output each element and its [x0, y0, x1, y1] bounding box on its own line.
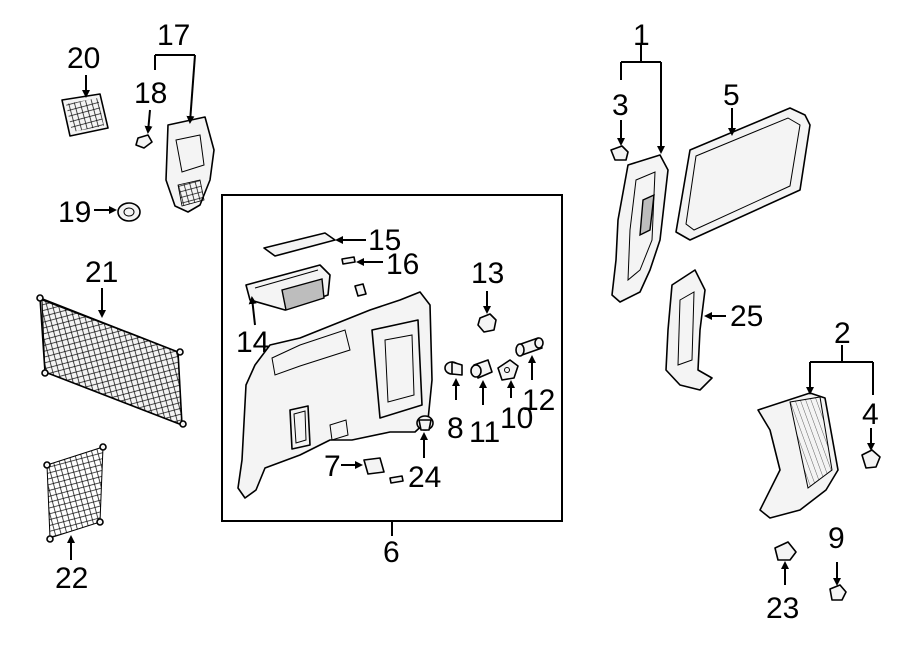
part-3-clip	[610, 120, 629, 161]
callout-2: 2	[834, 317, 851, 350]
callout-1: 1	[633, 19, 650, 52]
part-21-cargo-net	[36, 288, 187, 428]
part-23-clip	[774, 541, 797, 585]
callout-23: 23	[766, 592, 799, 625]
callout-24: 24	[408, 461, 441, 494]
callout-18: 18	[134, 77, 167, 110]
callout-19: 19	[58, 196, 91, 229]
part-19-grommet	[94, 202, 141, 222]
part-9-nut	[829, 562, 847, 601]
callout-17: 17	[157, 19, 190, 52]
part-20-mesh-patch	[61, 75, 109, 137]
part-7-clip	[341, 457, 385, 475]
part-13-fastener	[477, 291, 497, 333]
callout-12: 12	[522, 384, 555, 417]
part-11-plug	[470, 359, 493, 405]
part-17-storage-pocket	[154, 54, 215, 213]
part-1-pillar-trim	[611, 45, 669, 303]
callout-6: 6	[383, 536, 400, 569]
part-8-plug	[444, 361, 463, 400]
part-22-small-net	[43, 443, 107, 560]
callout-8: 8	[447, 412, 464, 445]
quarter-trim-panel	[237, 291, 433, 499]
callout-20: 20	[67, 42, 100, 75]
callout-14: 14	[236, 326, 269, 359]
small-knob	[354, 283, 367, 297]
callout-22: 22	[55, 562, 88, 595]
callout-16: 16	[386, 248, 419, 281]
part-12-bolt	[515, 337, 544, 380]
callout-21: 21	[85, 256, 118, 289]
part-14-tray	[245, 264, 331, 326]
callout-5: 5	[723, 79, 740, 112]
screw-small	[389, 475, 404, 484]
callout-labels: 1 2 3 4 5 6 7 8 9 10 11 12 13 14 15 16 1…	[55, 19, 879, 625]
callout-7: 7	[324, 450, 341, 483]
callout-25: 25	[730, 300, 763, 333]
callout-15: 15	[368, 224, 401, 257]
part-10-clip	[497, 359, 519, 398]
part-4-clip	[861, 428, 881, 469]
part-15-lid	[263, 232, 366, 257]
part-24-retainer	[416, 415, 434, 458]
callout-11: 11	[469, 416, 500, 449]
callout-9: 9	[828, 522, 845, 555]
callout-3: 3	[612, 89, 629, 122]
part-5-window-seal	[675, 107, 811, 241]
part-6-assembly-box	[221, 194, 563, 536]
callout-13: 13	[471, 257, 504, 290]
part-16-screw	[341, 256, 383, 266]
part-2-lower-trim	[757, 345, 874, 519]
part-25-bracket	[665, 269, 726, 391]
callout-10: 10	[500, 402, 533, 435]
part-18-clip	[135, 109, 153, 149]
callout-4: 4	[862, 398, 879, 431]
